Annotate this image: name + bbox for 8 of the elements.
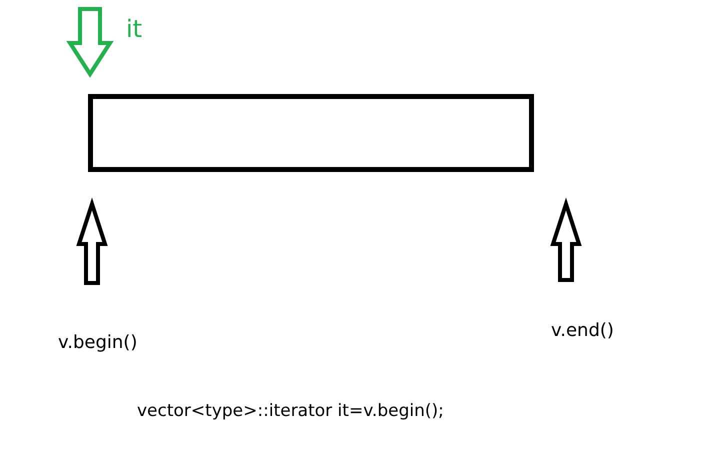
iterator-label: v.begin() [58,333,138,353]
pointer-label: it [126,16,142,42]
block-arrow [66,7,114,78]
rect-box [88,94,534,172]
block-arrow [76,198,108,285]
code-text: vector<type>::iterator it=v.begin(); [137,402,444,421]
iterator-label: v.end() [551,321,614,341]
block-arrow [550,198,582,282]
